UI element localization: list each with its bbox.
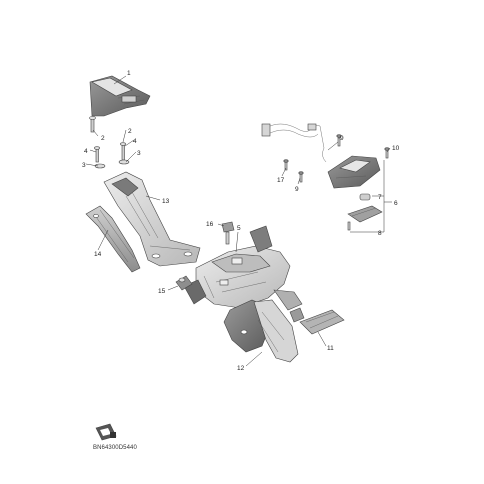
part-15-grommet <box>175 275 193 291</box>
screw-10 <box>384 147 390 159</box>
callout-4: 4 <box>133 138 137 145</box>
tail-light-assembly <box>327 155 381 189</box>
part-7-bulb <box>359 193 371 201</box>
callout-6: 6 <box>394 200 398 207</box>
part-11-reflector <box>289 307 345 335</box>
callout-15: 15 <box>158 288 166 295</box>
callout-10: 10 <box>392 145 400 152</box>
callout-14: 14 <box>94 251 102 258</box>
callout-12: 12 <box>237 365 245 372</box>
callout-16: 16 <box>206 221 214 228</box>
callout-3-left: 3 <box>82 162 86 169</box>
part-8-lens <box>347 205 383 231</box>
part-5-rear-fender <box>183 225 291 309</box>
screw-9-lower <box>298 171 304 183</box>
callout-4-left: 4 <box>84 148 88 155</box>
wire-harness <box>261 123 327 163</box>
callout-13: 13 <box>162 198 170 205</box>
screw-17 <box>283 159 289 171</box>
bolt-4-left <box>94 146 100 163</box>
screw-9-upper <box>336 134 342 147</box>
callout-9-lower: 9 <box>295 186 299 193</box>
callout-11: 11 <box>327 345 334 352</box>
manual-reference-icon <box>95 423 117 441</box>
leader-lines <box>85 75 392 367</box>
callout-1: 1 <box>127 70 131 77</box>
callout-2-lower: 2 <box>128 128 132 135</box>
bolt-2-upper <box>89 116 96 133</box>
callout-labels: 1 2 3 4 2 4 3 13 14 16 5 15 12 11 9 17 9… <box>82 70 400 372</box>
washer-3-right <box>118 159 130 165</box>
part-12-license-bracket <box>223 289 303 363</box>
callout-3: 3 <box>137 150 141 157</box>
part-16-clip <box>221 221 235 245</box>
callout-8: 8 <box>378 230 382 237</box>
callout-7: 7 <box>378 194 382 201</box>
callout-5: 5 <box>237 225 241 232</box>
drawing-code: BN64300D5440 <box>93 445 137 451</box>
callout-9-upper: 9 <box>340 135 344 142</box>
part-13-bracket <box>103 171 201 267</box>
washer-3-left <box>94 163 106 169</box>
bolt-4-right <box>120 142 126 161</box>
part-14-side-stay <box>85 205 141 273</box>
part-1-top-cover <box>89 75 151 117</box>
callout-17: 17 <box>277 177 285 184</box>
callout-2: 2 <box>101 135 105 142</box>
